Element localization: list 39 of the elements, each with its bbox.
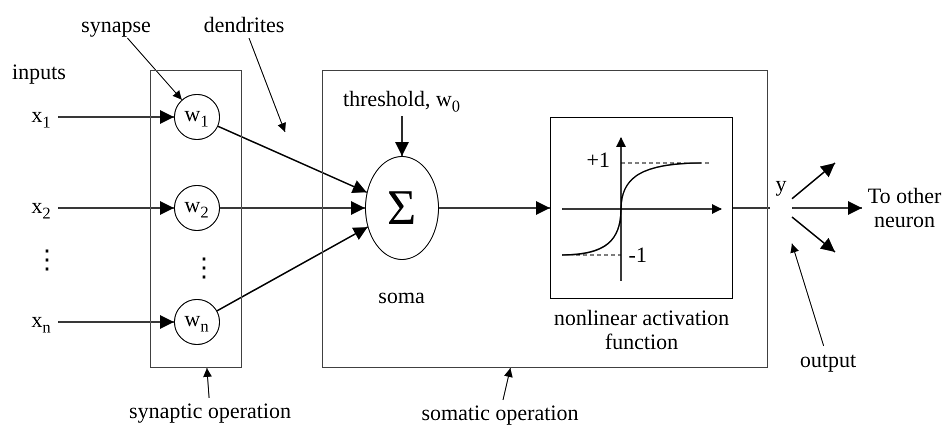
summation-ellipse: Σ [364,156,438,260]
threshold-label: threshold, w$_{0}$ [330,88,474,116]
synaptic-frame [150,70,242,368]
somatic-frame [322,70,768,368]
destination-label: To other neuron [862,186,947,230]
leader-line [790,243,824,346]
arrow [58,110,174,124]
input-label: x$_{1}$ [24,102,58,132]
arrow [792,201,862,215]
arrow [395,116,409,156]
ellipsis-mark: ⋮ [191,254,217,283]
arrow [218,126,368,194]
leader-line [203,368,212,398]
arrow [791,162,836,200]
arrow [58,315,174,329]
annotation-label: synaptic operation [120,398,300,424]
annotation-label: dendrites [196,12,292,38]
weight-circle: w$_{n}$ [174,298,220,344]
leader-line [126,38,182,100]
node-caption: nonlinear activation function [552,306,730,354]
arrow [58,201,174,215]
input-label: x$_{n}$ [24,307,58,337]
weight-circle: w$_{1}$ [174,94,220,140]
annotation-label: output [795,346,861,374]
arrow [439,201,550,215]
output-symbol: y [770,172,792,244]
arrow [216,226,368,312]
arrow [220,201,365,215]
annotation-label: synapse [78,12,154,38]
node-caption: soma [377,284,426,308]
leader-line [502,368,513,400]
connector-line [733,207,770,209]
heading-label: inputs [12,60,66,84]
weight-circle: w$_{2}$ [174,184,220,230]
arrow [792,216,836,253]
ellipsis-mark: ⋮ [34,246,60,275]
input-label: x$_{2}$ [24,193,58,223]
annotation-label: somatic operation [410,400,590,426]
leader-line [248,38,286,132]
